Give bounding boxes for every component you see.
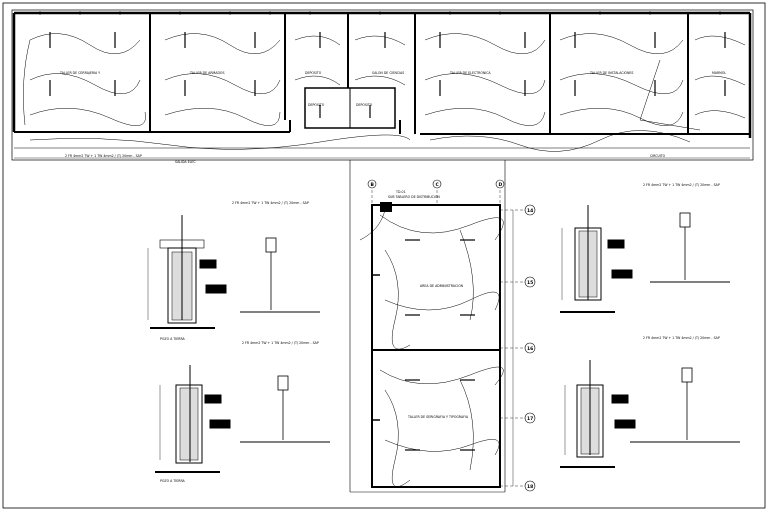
axis-right-1: 14: [527, 208, 533, 214]
spec-label-3: 2 FR 4mm2 TW + 1 TW 4mm2 / (T) 20mm - SA…: [643, 183, 720, 187]
room-label-2: TALLER DE ARMADOS: [189, 71, 224, 75]
top-plan-fixtures: [49, 32, 726, 118]
top-plan-labels: TALLER DE CERRAJERIA Y TALLER DE ARMADOS…: [59, 71, 726, 164]
room-label-4: SALON DE CIENCIAS: [372, 71, 404, 75]
detail-labels: 2 FR 4mm2 TW + 1 TW 4mm2 / (T) 20mm - SA…: [160, 183, 720, 483]
axis-right-4: 17: [527, 416, 533, 422]
bottom-plan-labels: AREA DE ADMINISTRACION TALLER DE SERIGRA…: [388, 190, 469, 419]
top-floor-plan: [11, 9, 754, 161]
right-tag: CIRCUITO: [650, 154, 666, 158]
detail-right-lower: [560, 360, 636, 468]
board-label: TD-01: [395, 190, 406, 194]
room-label-serigrafia: TALLER DE SERIGRAFIA Y TIPOGRAFIA: [407, 415, 469, 419]
axis-bubbles: B C D 14 15 16 17 18: [367, 179, 536, 492]
spec-label-4: 2 FR 4mm2 TW + 1 TW 4mm2 / (T) 20mm - SA…: [643, 336, 720, 340]
room-label-admin: AREA DE ADMINISTRACION: [420, 284, 464, 288]
room-label-3: DEPOSITO: [305, 71, 322, 75]
panel-elevations: [240, 212, 740, 443]
small-room-label-1: DEPOSITO: [308, 103, 325, 107]
spec-label-1: 2 FR 4mm2 TW + 1 TW 4mm2 / (T) 20mm - SA…: [232, 201, 309, 205]
detail-left-upper: [147, 215, 227, 329]
room-label-6: TALLER DE INSTALACIONES: [589, 71, 633, 75]
detail-left-lower: [155, 365, 231, 473]
axis-top-2: C: [436, 182, 440, 188]
axis-top-1: B: [371, 182, 375, 188]
bottom-floor-plan: [349, 160, 525, 493]
axis-right-5: 18: [527, 484, 533, 490]
bottom-plan-wiring: [359, 209, 504, 487]
room-label-5: TALLER DE ELECTRONICA: [449, 71, 491, 75]
feeder-label: 2 FR 4mm2 TW + 1 TW 4mm2 / (T) 20mm - SA…: [65, 154, 142, 158]
top-plan-wiring: [23, 33, 746, 152]
room-label-1: TALLER DE CERRAJERIA Y: [59, 71, 100, 75]
axis-right-2: 15: [527, 280, 533, 286]
axis-top-3: D: [499, 182, 503, 188]
pit-label-1: POZO A TIERRA: [160, 337, 186, 341]
room-label-7: MARMOL: [712, 71, 726, 75]
top-plan-outline: [11, 9, 754, 161]
board-sub: SUB TABLERO DE DISTRIBUCION: [388, 195, 440, 199]
note-label: SALIDA ELEC: [175, 160, 196, 164]
small-room-label-2: DEPOSITO: [356, 103, 373, 107]
detail-right-upper: [560, 205, 633, 313]
spec-label-2: 2 FR 4mm2 TW + 1 TW 4mm2 / (T) 20mm - SA…: [242, 341, 319, 345]
pit-label-2: POZO A TIERRA: [160, 479, 186, 483]
bottom-plan-fixtures: [380, 202, 475, 451]
axis-right-3: 16: [527, 346, 533, 352]
